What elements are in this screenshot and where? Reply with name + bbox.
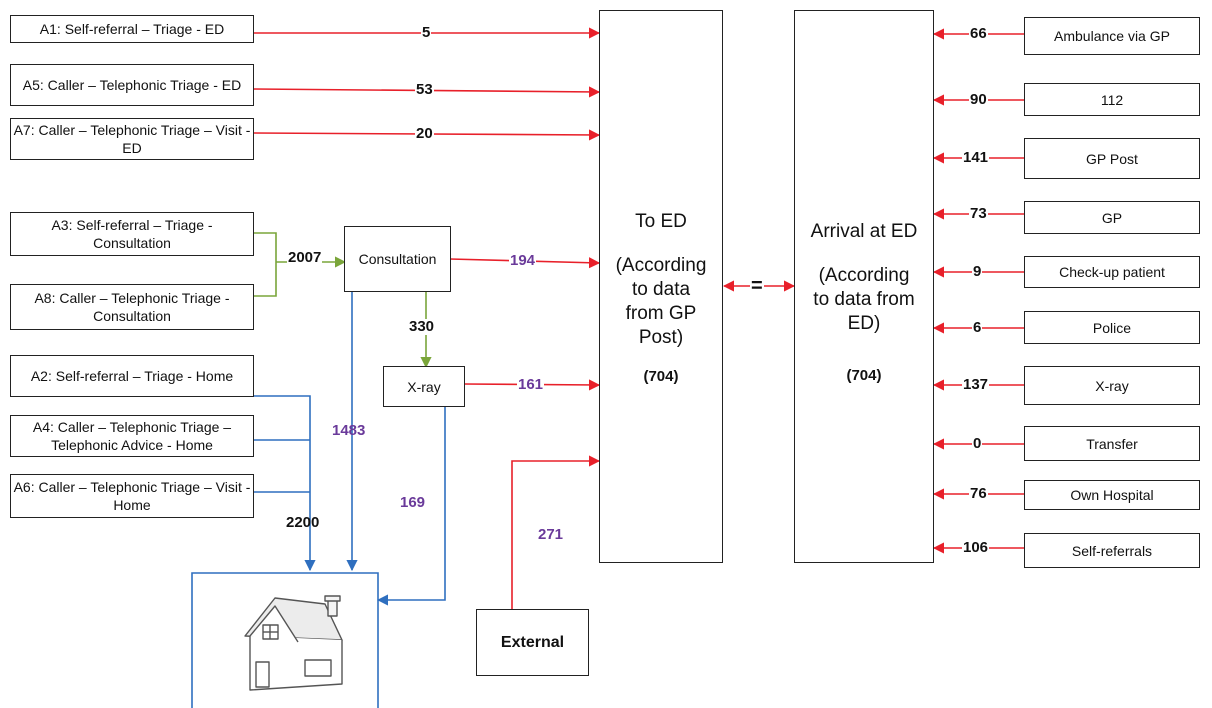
flow-xray-home-count: 169 [399, 495, 426, 511]
source-count-gp: 73 [969, 206, 988, 222]
source-112: 112 [1024, 83, 1200, 116]
flow-a5-count: 53 [415, 82, 434, 98]
flow-a2-a4-a6-home-count: 2200 [285, 515, 320, 531]
arrival-subtitle: (According to data from ED) [813, 264, 914, 336]
flow-consultation-home-count: 1483 [331, 423, 366, 439]
source-xray: X-ray [1024, 366, 1200, 405]
to-ed-subtitle: (According to data from GP Post) [616, 254, 707, 350]
source-count-own-hospital: 76 [969, 486, 988, 502]
box-a2: A2: Self-referral – Triage - Home [10, 355, 254, 397]
a3-bracket-line [253, 233, 276, 296]
source-own-hospital: Own Hospital [1024, 480, 1200, 510]
source-arrows [934, 34, 1024, 548]
source-count-transfer: 0 [972, 436, 982, 452]
flow-xray-ed-count: 161 [517, 377, 544, 393]
source-count-self-referrals: 106 [962, 540, 989, 556]
box-a3: A3: Self-referral – Triage - Consultatio… [10, 212, 254, 256]
box-external: External [476, 609, 589, 676]
source-count-xray: 137 [962, 377, 989, 393]
box-arrival-at-ed: Arrival at ED (According to data from ED… [794, 10, 934, 563]
arrival-title: Arrival at ED [811, 220, 918, 244]
source-ambulance-via-gp: Ambulance via GP [1024, 17, 1200, 55]
arrival-count: (704) [846, 367, 881, 385]
source-self-referrals: Self-referrals [1024, 533, 1200, 568]
box-xray: X-ray [383, 366, 465, 407]
flow-a7-count: 20 [415, 126, 434, 142]
box-consultation: Consultation [344, 226, 451, 292]
house-icon [245, 596, 342, 690]
box-a4: A4: Caller – Telephonic Triage – Telepho… [10, 415, 254, 457]
box-a5: A5: Caller – Telephonic Triage - ED [10, 64, 254, 106]
box-a8: A8: Caller – Telephonic Triage - Consult… [10, 284, 254, 330]
equals-sign: = [750, 276, 764, 296]
source-count-gp-post: 141 [962, 150, 989, 166]
source-count-check-up-patient: 9 [972, 264, 982, 280]
source-transfer: Transfer [1024, 426, 1200, 461]
to-ed-title: To ED [635, 210, 687, 234]
box-a1: A1: Self-referral – Triage - ED [10, 15, 254, 43]
box-a7: A7: Caller – Telephonic Triage – Visit -… [10, 118, 254, 160]
source-count-ambulance-via-gp: 66 [969, 26, 988, 42]
flow-consultation-ed-count: 194 [509, 253, 536, 269]
flow-consultation-xray-count: 330 [408, 319, 435, 335]
flow-external-ed-count: 271 [537, 527, 564, 543]
box-a6: A6: Caller – Telephonic Triage – Visit -… [10, 474, 254, 518]
source-check-up-patient: Check-up patient [1024, 256, 1200, 288]
source-gp: GP [1024, 201, 1200, 234]
box-to-ed: To ED (According to data from GP Post) (… [599, 10, 723, 563]
source-count-police: 6 [972, 320, 982, 336]
source-count-112: 90 [969, 92, 988, 108]
a2-to-home-line [253, 396, 310, 570]
source-police: Police [1024, 311, 1200, 344]
flow-a1-count: 5 [421, 25, 431, 41]
flow-to-consultation-count: 2007 [287, 250, 322, 266]
source-gp-post: GP Post [1024, 138, 1200, 179]
to-ed-count: (704) [643, 368, 678, 386]
